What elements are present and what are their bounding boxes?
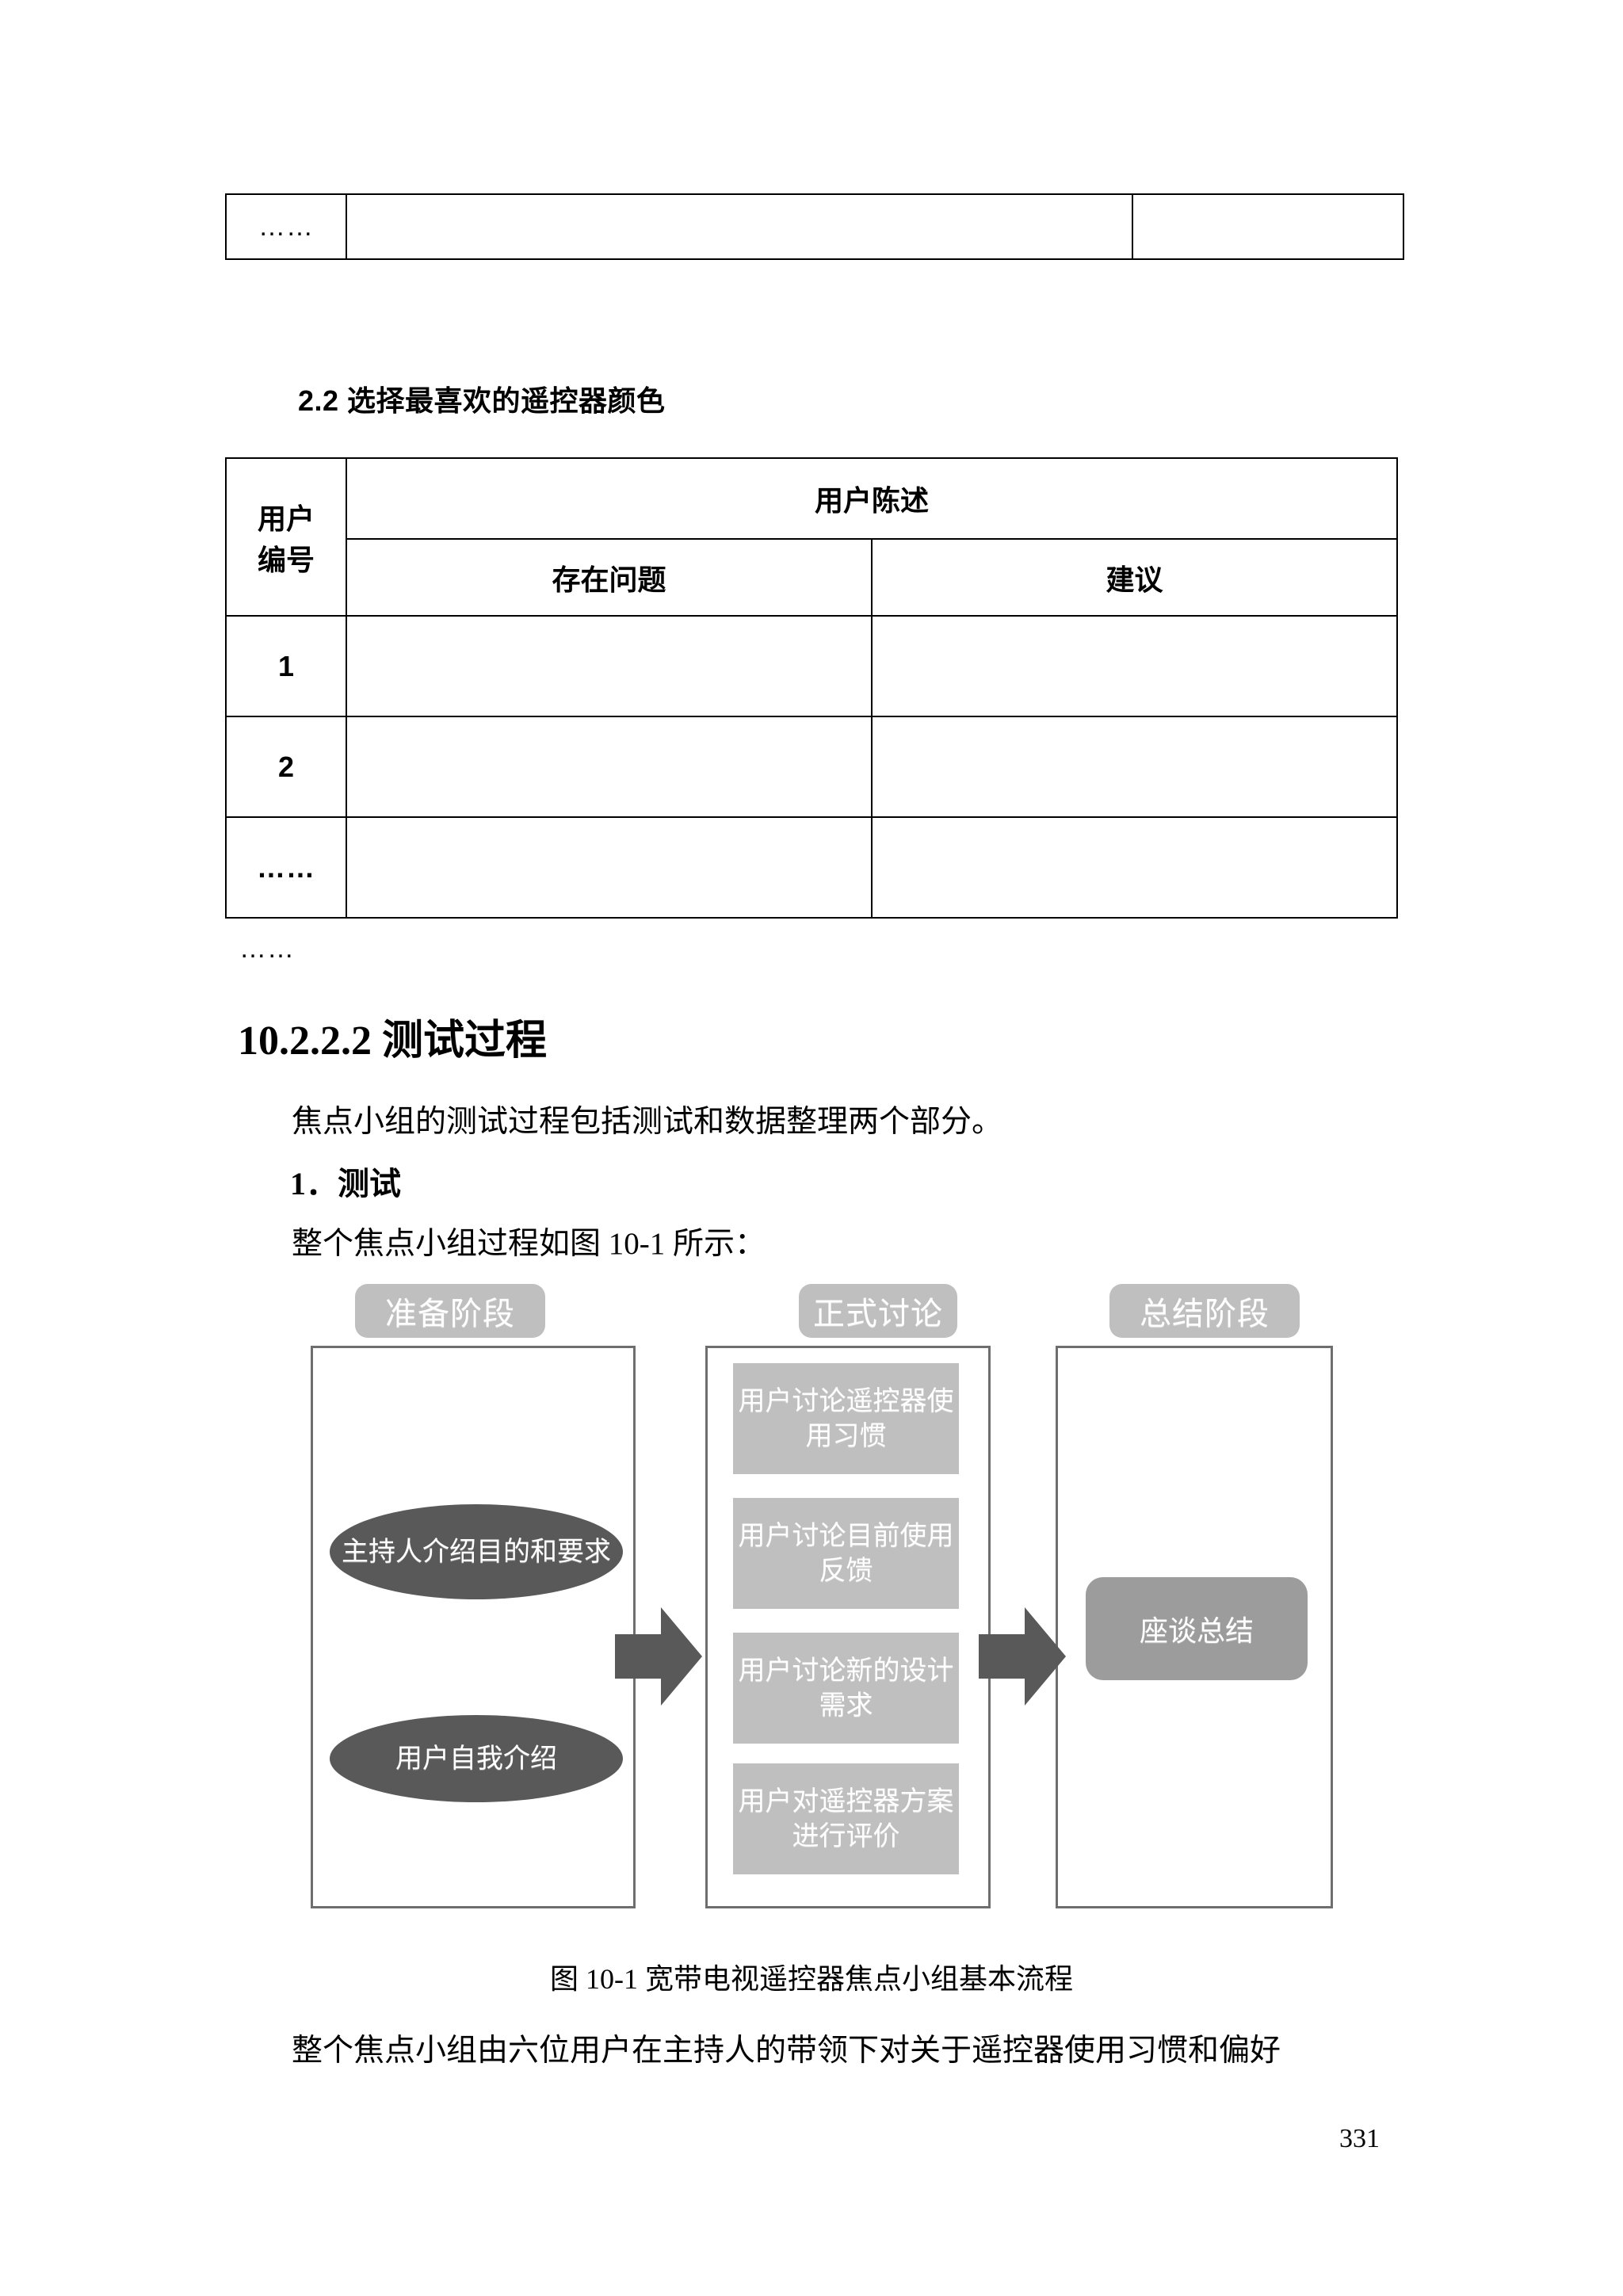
stage-column-preparation bbox=[311, 1346, 636, 1908]
node-discuss-new-design-needs: 用户讨论新的设计需求 bbox=[733, 1633, 959, 1744]
figure-focus-group-flow: 准备阶段 正式讨论 总结阶段 主持人介绍目的和要求 用户自我介绍 用户讨论遥控器… bbox=[301, 1284, 1347, 1934]
cell-user-no: 1 bbox=[225, 615, 347, 717]
cell-suggestion bbox=[871, 716, 1398, 818]
table-row: 2 bbox=[225, 716, 1398, 818]
post-table-ellipsis: …… bbox=[239, 934, 295, 964]
figure-caption: 图 10-1 宽带电视遥控器焦点小组基本流程 bbox=[550, 1963, 1073, 1995]
header-user-no-line1: 用户 bbox=[257, 502, 315, 535]
header-problem: 存在问题 bbox=[346, 538, 873, 617]
header-user-no: 用户 编号 bbox=[225, 457, 347, 617]
cell-user-no: …… bbox=[225, 816, 347, 919]
cell-suggestion bbox=[1132, 193, 1404, 260]
cell-problem bbox=[346, 816, 873, 919]
header-user-no-line2: 编号 bbox=[257, 543, 315, 576]
stage-label-preparation: 准备阶段 bbox=[355, 1284, 545, 1338]
header-suggestion: 建议 bbox=[871, 538, 1398, 617]
cell-user-no: 2 bbox=[225, 716, 347, 818]
cell-suggestion bbox=[871, 816, 1398, 919]
node-session-summary: 座谈总结 bbox=[1086, 1577, 1308, 1680]
node-discuss-current-feedback: 用户讨论目前使用反馈 bbox=[733, 1498, 959, 1609]
table-row: …… bbox=[225, 193, 1404, 260]
node-host-introduces-purpose: 主持人介绍目的和要求 bbox=[330, 1504, 623, 1599]
section-heading-10-2-2-2: 10.2.2.2 测试过程 bbox=[238, 1018, 548, 1064]
cell-problem bbox=[346, 716, 873, 818]
cell-problem bbox=[346, 193, 1133, 260]
table-header-row-bottom: 存在问题 建议 bbox=[226, 538, 1398, 617]
node-discuss-remote-habits: 用户讨论遥控器使用习惯 bbox=[733, 1363, 959, 1474]
cell-user-no: …… bbox=[225, 193, 347, 260]
stage-label-discussion: 正式讨论 bbox=[799, 1284, 957, 1338]
paragraph-figure-reference: 整个焦点小组过程如图 10-1 所示： bbox=[292, 1227, 766, 1261]
paragraph-list-item-1: 1．测试 bbox=[290, 1166, 401, 1201]
arrow-right-icon bbox=[615, 1607, 702, 1706]
user-statement-table: 用户 编号 用户陈述 存在问题 建议 1 2 …… bbox=[225, 457, 1398, 919]
node-user-self-introduction: 用户自我介绍 bbox=[330, 1715, 623, 1802]
table-row: 1 bbox=[225, 615, 1398, 717]
continued-table-fragment: …… bbox=[225, 193, 1404, 260]
stage-label-summary: 总结阶段 bbox=[1109, 1284, 1300, 1338]
header-user-statement: 用户陈述 bbox=[346, 457, 1398, 540]
section-heading-2-2: 2.2 选择最喜欢的遥控器颜色 bbox=[298, 384, 666, 417]
node-evaluate-remote-proposal: 用户对遥控器方案进行评价 bbox=[733, 1763, 959, 1874]
table-header-row-top: 用户 编号 用户陈述 bbox=[225, 457, 1398, 617]
paragraph-intro: 焦点小组的测试过程包括测试和数据整理两个部分。 bbox=[292, 1105, 1003, 1139]
paragraph-closing: 整个焦点小组由六位用户在主持人的带领下对关于遥控器使用习惯和偏好 bbox=[292, 2034, 1281, 2068]
cell-problem bbox=[346, 615, 873, 717]
cell-suggestion bbox=[871, 615, 1398, 717]
arrow-right-icon bbox=[979, 1607, 1066, 1706]
page-number: 331 bbox=[1339, 2124, 1380, 2153]
table-row: …… bbox=[225, 816, 1398, 919]
